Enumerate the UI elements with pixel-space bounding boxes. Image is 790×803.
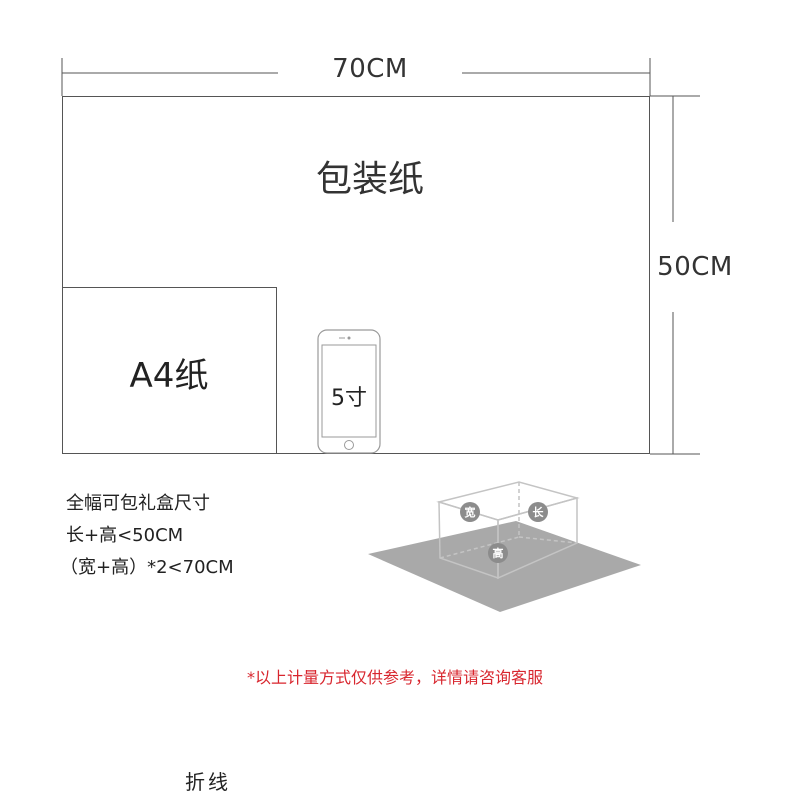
box-size-info-title: 全幅可包礼盒尺寸 [66,493,210,514]
box-shadow [368,521,641,612]
phone-size-label: 5寸 [331,386,367,411]
a4-paper-label: A4纸 [129,356,209,396]
wrapping-paper-label: 包装纸 [315,159,424,200]
a4-paper-outline [62,287,277,454]
svg-text:长: 长 [533,505,545,519]
height-badge: 高 [488,543,508,563]
svg-text:宽: 宽 [464,505,476,519]
svg-text:高: 高 [493,546,504,560]
box-size-info: 全幅可包礼盒尺寸 长+高<50CM （宽+高）*2<70CM [60,488,234,584]
width-dimension-label: 70CM [332,54,408,84]
box-size-info-rule-1: 长+高<50CM [66,525,184,546]
gift-box-illustration: 宽 长 高 [368,481,641,612]
fold-line-label: 折线 [185,770,231,794]
phone-icon [317,329,381,454]
width-badge: 宽 [460,502,480,522]
height-dimension-label: 50CM [657,252,733,282]
disclaimer-note: *以上计量方式仅供参考，详情请咨询客服 [246,668,543,687]
length-badge: 长 [528,502,548,522]
box-size-info-rule-2: （宽+高）*2<70CM [60,557,234,578]
